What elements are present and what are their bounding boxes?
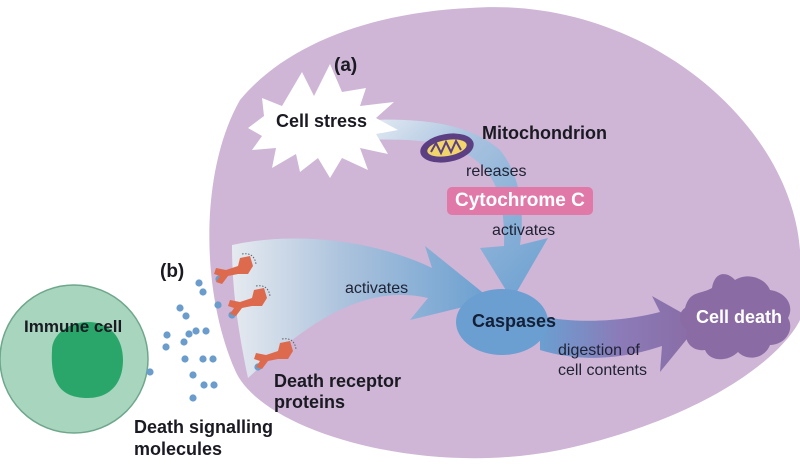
signalling-molecule [176, 304, 184, 312]
signalling-molecule [200, 381, 208, 389]
signalling-molecule [210, 381, 218, 389]
signalling-molecule [189, 394, 197, 402]
receptor-activation-arrow [232, 238, 492, 378]
signalling-molecule [192, 327, 200, 335]
immune-cell-nucleus [51, 322, 123, 398]
signalling-molecule [182, 312, 190, 320]
death-receptor-icon [254, 338, 297, 369]
signalling-molecule [189, 371, 197, 379]
cell-stress-burst [248, 64, 398, 178]
caspases-node [456, 289, 548, 355]
signalling-molecule [209, 355, 217, 363]
digestion-label-line2: cell contents [558, 362, 647, 379]
cell-death-label: Cell death [696, 307, 783, 327]
death-signalling-label-line2: molecules [134, 439, 223, 459]
cytochrome-c-label: Cytochrome C [447, 187, 593, 215]
signalling-molecule [185, 330, 193, 338]
digestion-arrow [540, 296, 700, 372]
panel-label-b: (b) [160, 261, 185, 282]
stress-pathway-arrow [360, 119, 548, 300]
signalling-molecule [199, 288, 207, 296]
signalling-molecule [162, 343, 170, 351]
signalling-molecule [199, 355, 207, 363]
death-receptor-proteins [214, 253, 297, 369]
mitochondrion-label: Mitochondrion [482, 123, 607, 143]
immune-cell-label: Immune cell [24, 317, 123, 336]
releases-label: releases [466, 163, 527, 180]
death-receptor-label-line2: proteins [274, 392, 346, 412]
panel-label-a: (a) [334, 55, 358, 76]
signalling-molecule [214, 301, 222, 309]
activates-receptor-label: activates [345, 280, 409, 297]
death-receptor-icon [228, 285, 271, 316]
signalling-molecule [202, 327, 210, 335]
caspases-label: Caspases [472, 311, 557, 331]
signalling-molecule [163, 331, 171, 339]
cell-death-node [680, 274, 791, 360]
signalling-molecule [180, 338, 188, 346]
death-receptor-label-line1: Death receptor [274, 371, 402, 391]
mitochondrion-icon [420, 133, 474, 163]
death-receptor-icon [214, 253, 257, 284]
signalling-molecule [146, 368, 154, 376]
digestion-label-line1: digestion of [558, 342, 640, 359]
signalling-molecule [195, 279, 203, 287]
cell-stress-label: Cell stress [276, 111, 368, 131]
signalling-molecule [181, 355, 189, 363]
activates-cytochrome-label: activates [492, 222, 556, 239]
death-signalling-label-line1: Death signalling [134, 417, 274, 437]
